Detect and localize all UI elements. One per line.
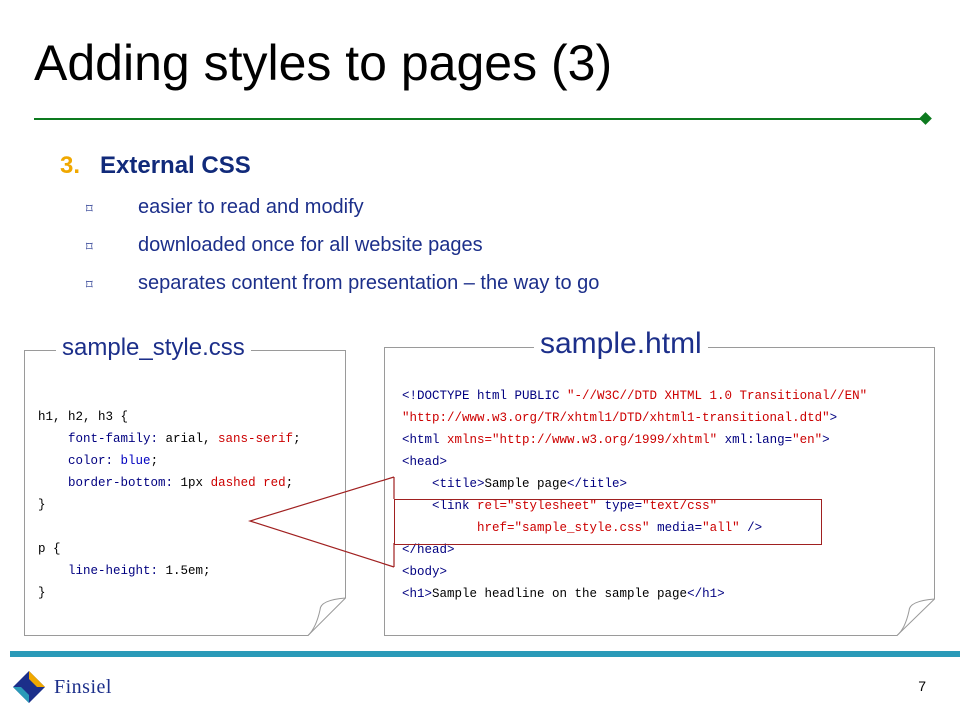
logo-wordmark: Finsiel: [54, 675, 112, 698]
code-token: >: [822, 433, 830, 447]
code-token: <body>: [402, 565, 448, 579]
code-line: font-family: arial, sans-serif;: [38, 428, 301, 450]
code-token: type=: [597, 499, 643, 513]
code-token: Sample page: [484, 477, 568, 491]
code-token: xmlns=: [447, 433, 493, 447]
code-token: "sample_style.css": [514, 521, 650, 535]
html-file-panel: sample.html <!DOCTYPE html PUBLIC "-//W3…: [384, 327, 935, 636]
code-token: h1, h2, h3 {: [38, 410, 129, 424]
finsiel-logo-icon: [13, 671, 45, 703]
code-token: blue: [120, 454, 151, 468]
code-token: [113, 454, 121, 468]
code-line: <body>: [402, 561, 867, 583]
code-token: ;: [293, 432, 301, 446]
bullet-marker-icon: ⌑: [86, 201, 93, 216]
code-line: <title>Sample page</title>: [402, 473, 867, 495]
code-token: ;: [150, 454, 159, 468]
code-token: ;: [285, 476, 294, 490]
code-token: 1px: [173, 476, 211, 490]
bullet-text: separates content from presentation – th…: [138, 272, 600, 294]
code-line: </head>: [402, 539, 867, 561]
code-token: <head>: [402, 455, 448, 469]
code-line: <link rel="stylesheet" type="text/css": [402, 495, 867, 517]
code-token: [38, 476, 68, 490]
code-token: </title>: [567, 477, 628, 491]
code-token: media=: [649, 521, 703, 535]
code-token: 1.5em;: [158, 564, 211, 578]
code-token: "text/css": [642, 499, 718, 513]
code-token: <title>: [432, 477, 485, 491]
code-token: [402, 477, 432, 491]
company-logo: Finsiel: [12, 670, 112, 704]
link-highlight-box: [394, 499, 822, 545]
code-token: xml:lang=: [717, 433, 793, 447]
code-line: }: [38, 494, 301, 516]
code-token: <html: [402, 433, 448, 447]
code-token: "http://www.w3.org/1999/xhtml": [492, 433, 718, 447]
html-file-label: sample.html: [534, 327, 708, 361]
page-frame-icon: [384, 347, 935, 636]
code-token: arial,: [158, 432, 219, 446]
code-line: }: [38, 582, 301, 604]
bullet-text: easier to read and modify: [138, 196, 364, 218]
code-token: "en": [792, 433, 823, 447]
code-line: line-height: 1.5em;: [38, 560, 301, 582]
code-token: color:: [68, 454, 114, 468]
css-file-panel: sample_style.css h1, h2, h3 { font-famil…: [24, 334, 346, 636]
code-line: border-bottom: 1px dashed red;: [38, 472, 301, 494]
code-token: line-height:: [68, 564, 159, 578]
title-rule: [34, 118, 924, 120]
code-token: <h1>: [402, 587, 433, 601]
code-token: dashed red: [210, 476, 286, 490]
code-token: sans-serif: [218, 432, 294, 446]
code-token: "-//W3C//DTD XHTML 1.0 Transitional//EN": [567, 389, 868, 403]
code-token: }: [38, 498, 46, 512]
code-token: <!DOCTYPE html PUBLIC: [402, 389, 568, 403]
bullet-text: downloaded once for all website pages: [138, 234, 483, 256]
code-token: [38, 432, 68, 446]
code-token: border-bottom:: [68, 476, 174, 490]
bullet-marker-icon: ⌑: [86, 239, 93, 254]
code-line: h1, h2, h3 {: [38, 406, 301, 428]
css-file-label: sample_style.css: [56, 334, 251, 362]
bullet-item: ⌑ separates content from presentation – …: [86, 272, 599, 310]
code-token: >: [829, 411, 838, 425]
page-number: 7: [918, 678, 926, 694]
slide-title: Adding styles to pages (3): [34, 35, 613, 91]
code-token: "all": [702, 521, 740, 535]
code-token: [38, 454, 68, 468]
code-token: <link: [432, 499, 478, 513]
code-token: </head>: [402, 543, 455, 557]
code-line: <head>: [402, 451, 867, 473]
code-line: <html xmlns="http://www.w3.org/1999/xhtm…: [402, 429, 867, 451]
html-code-block: <!DOCTYPE html PUBLIC "-//W3C//DTD XHTML…: [402, 385, 867, 605]
code-line: p {: [38, 538, 301, 560]
code-line: <!DOCTYPE html PUBLIC "-//W3C//DTD XHTML…: [402, 385, 867, 407]
code-token: "stylesheet": [507, 499, 598, 513]
bullet-marker-icon: ⌑: [86, 277, 93, 292]
bullet-item: ⌑ downloaded once for all website pages: [86, 234, 599, 272]
code-token: Sample headline on the sample page: [432, 587, 688, 601]
code-token: [38, 564, 68, 578]
title-rule-diamond: [919, 112, 932, 125]
code-token: </h1>: [687, 587, 725, 601]
code-token: }: [38, 586, 46, 600]
section-heading: External CSS: [100, 152, 251, 179]
code-line: <h1>Sample headline on the sample page</…: [402, 583, 867, 605]
code-line: color: blue;: [38, 450, 301, 472]
code-token: font-family:: [68, 432, 159, 446]
code-line: href="sample_style.css" media="all" />: [402, 517, 867, 539]
bullet-item: ⌑ easier to read and modify: [86, 196, 599, 234]
footer-rule: [10, 651, 960, 657]
code-token: rel=: [477, 499, 508, 513]
bullet-list: ⌑ easier to read and modify ⌑ downloaded…: [86, 196, 599, 310]
code-token: href=: [477, 521, 515, 535]
code-line: [38, 516, 301, 538]
section-number: 3.: [60, 152, 81, 179]
css-code-block: h1, h2, h3 { font-family: arial, sans-se…: [38, 406, 301, 604]
code-token: p {: [38, 542, 61, 556]
code-token: />: [739, 521, 763, 535]
code-line: "http://www.w3.org/TR/xhtml1/DTD/xhtml1-…: [402, 407, 867, 429]
code-token: "http://www.w3.org/TR/xhtml1/DTD/xhtml1-…: [402, 411, 830, 425]
